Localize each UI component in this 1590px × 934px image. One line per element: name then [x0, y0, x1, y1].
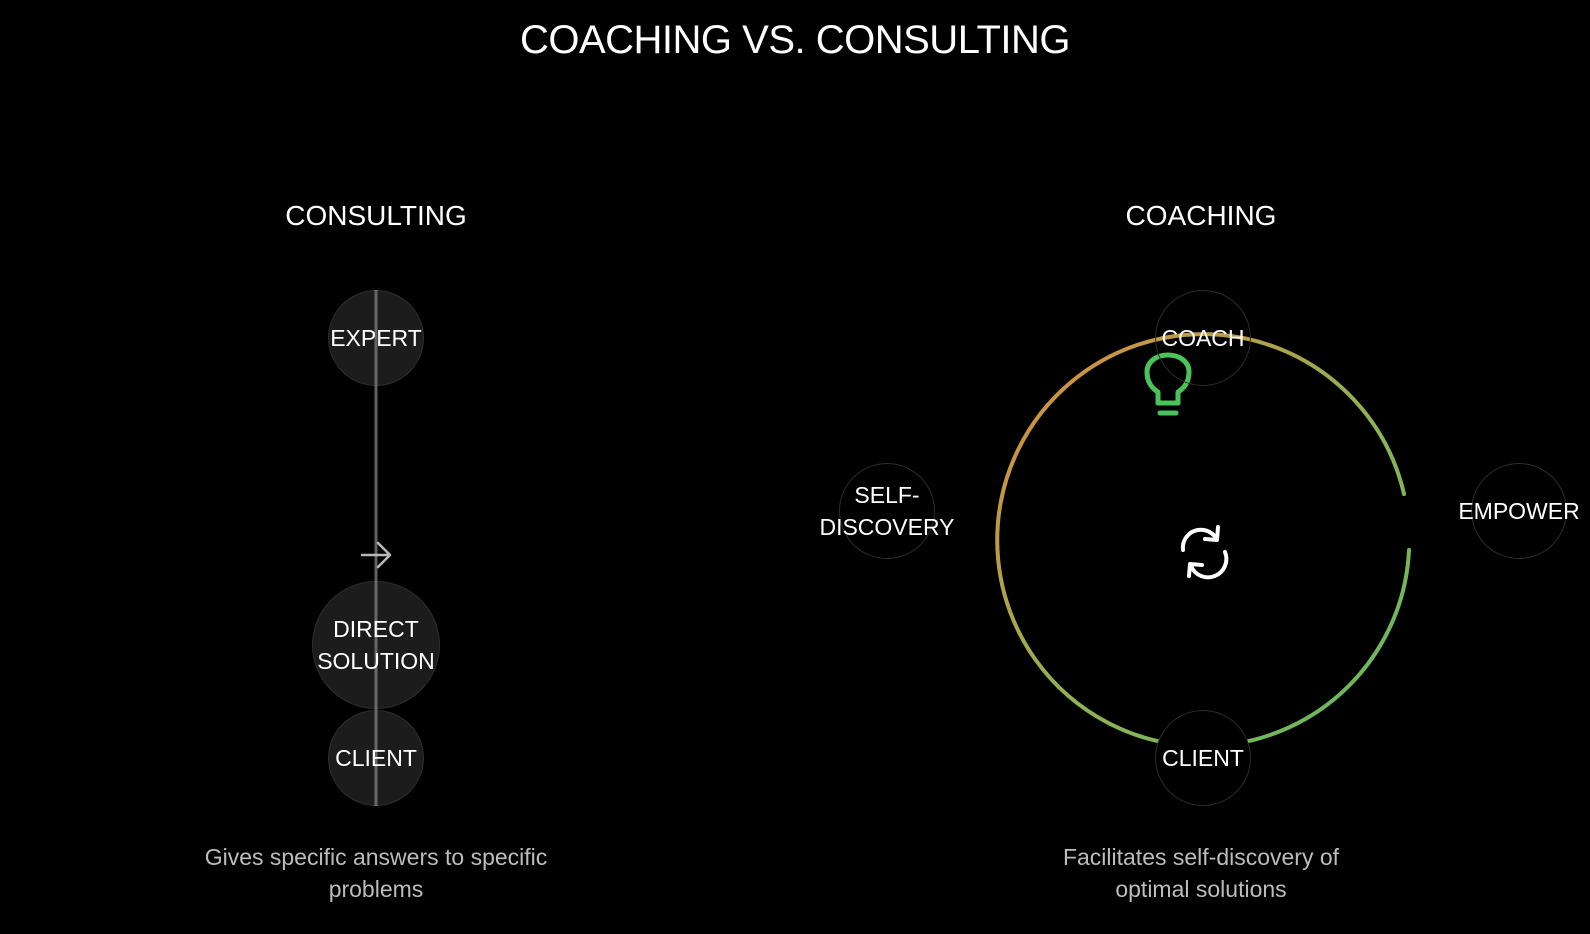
- consulting-caption-line2: problems: [328, 876, 424, 902]
- coaching-client-node: CLIENT: [1155, 710, 1251, 806]
- coach-node: COACH: [1155, 290, 1251, 386]
- refresh-cycle-icon: [1180, 525, 1229, 580]
- coaching-caption-line2: optimal solutions: [1115, 876, 1287, 902]
- arrow-right-icon: [360, 541, 392, 569]
- direct-solution-label-line2: SOLUTION: [317, 648, 435, 674]
- coaching-caption: Facilitates self-discovery of optimal so…: [941, 841, 1461, 905]
- page-title: COACHING VS. CONSULTING: [519, 18, 1071, 62]
- coaching-heading: COACHING: [1125, 200, 1277, 231]
- consulting-heading: CONSULTING: [285, 200, 467, 231]
- self-discovery-label-line1: SELF-: [854, 482, 920, 508]
- self-discovery-node: SELF- DISCOVERY: [819, 463, 955, 559]
- self-discovery-label-line2: DISCOVERY: [819, 514, 955, 540]
- direct-solution-label-line1: DIRECT: [333, 616, 419, 642]
- expert-label: EXPERT: [330, 325, 422, 351]
- empower-node: EMPOWER: [1458, 463, 1580, 559]
- empower-label: EMPOWER: [1458, 498, 1580, 524]
- consulting-client-label: CLIENT: [335, 745, 417, 771]
- self-discovery-label: SELF- DISCOVERY: [819, 479, 954, 543]
- coach-label: COACH: [1161, 325, 1245, 351]
- coaching-caption-line1: Facilitates self-discovery of: [1062, 844, 1340, 870]
- coaching-client-label: CLIENT: [1162, 745, 1244, 771]
- direct-solution-label: DIRECT SOLUTION: [317, 613, 435, 677]
- consulting-caption: Gives specific answers to specific probl…: [116, 841, 636, 905]
- coaching-cycle-ring: [995, 332, 1411, 749]
- consulting-caption-line1: Gives specific answers to specific: [204, 844, 548, 870]
